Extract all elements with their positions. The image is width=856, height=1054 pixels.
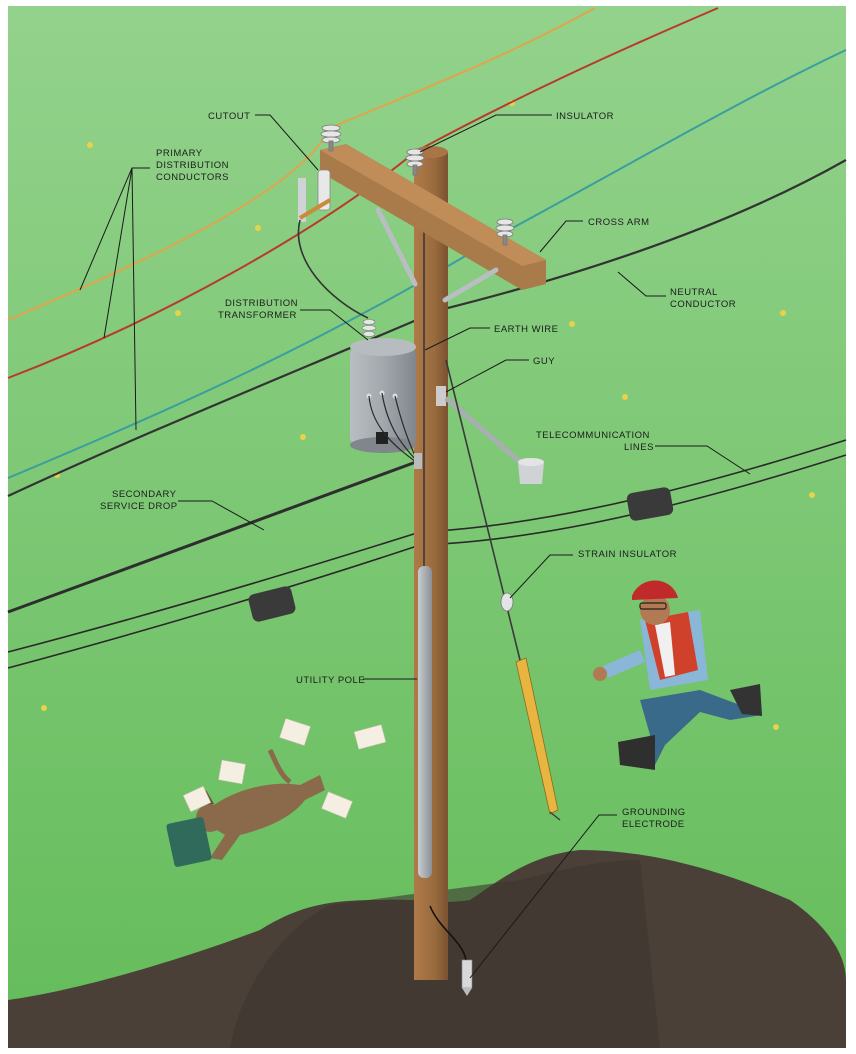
label-guy: GUY — [533, 356, 555, 367]
label-grounding-line1: GROUNDING — [622, 807, 686, 818]
label-strain-insulator: STRAIN INSULATOR — [578, 549, 677, 560]
labels: CUTOUT PRIMARY DISTRIBUTION CONDUCTORS I… — [100, 111, 736, 830]
label-insulator: INSULATOR — [556, 111, 614, 122]
grounding-wire — [429, 905, 467, 961]
running-worker — [593, 580, 762, 770]
label-primary-line2: DISTRIBUTION — [156, 160, 229, 171]
insulator-icon — [320, 124, 515, 246]
flying-papers — [182, 718, 387, 819]
label-grounding-line2: ELECTRODE — [622, 819, 685, 830]
telecom-splice-closure-left — [248, 586, 296, 622]
cutout-lead — [297, 219, 369, 319]
distribution-transformer — [350, 319, 422, 469]
label-neutral-line2: CONDUCTOR — [670, 299, 736, 310]
label-neutral-line1: NEUTRAL — [670, 287, 718, 298]
label-cutout: CUTOUT — [208, 111, 250, 122]
cutout — [298, 169, 332, 222]
label-secondary-line2: SERVICE DROP — [100, 501, 178, 512]
label-primary-line3: CONDUCTORS — [156, 172, 229, 183]
label-primary-line1: PRIMARY — [156, 148, 203, 159]
label-transformer-line1: DISTRIBUTION — [225, 298, 298, 309]
secondary-service-drop — [7, 460, 417, 614]
conduit-pipe — [418, 566, 432, 878]
telecom-splice-closure-right — [626, 487, 674, 521]
label-secondary-line1: SECONDARY — [112, 489, 177, 500]
label-telecom-line2: LINES — [624, 442, 654, 453]
label-telecom-line1: TELECOMMUNICATION — [536, 430, 650, 441]
leader-lines — [79, 114, 751, 979]
guy-guard — [515, 657, 559, 815]
cross-arm-braces — [375, 207, 499, 303]
pole-top — [414, 146, 448, 158]
label-cross-arm: CROSS ARM — [588, 217, 650, 228]
strain-insulator-icon — [500, 592, 514, 612]
label-transformer-line2: TRANSFORMER — [218, 310, 297, 321]
book-icon — [166, 817, 212, 867]
label-utility-pole: UTILITY POLE — [296, 675, 365, 686]
label-earth-wire: EARTH WIRE — [494, 324, 558, 335]
grounding-electrode-icon — [461, 959, 473, 996]
